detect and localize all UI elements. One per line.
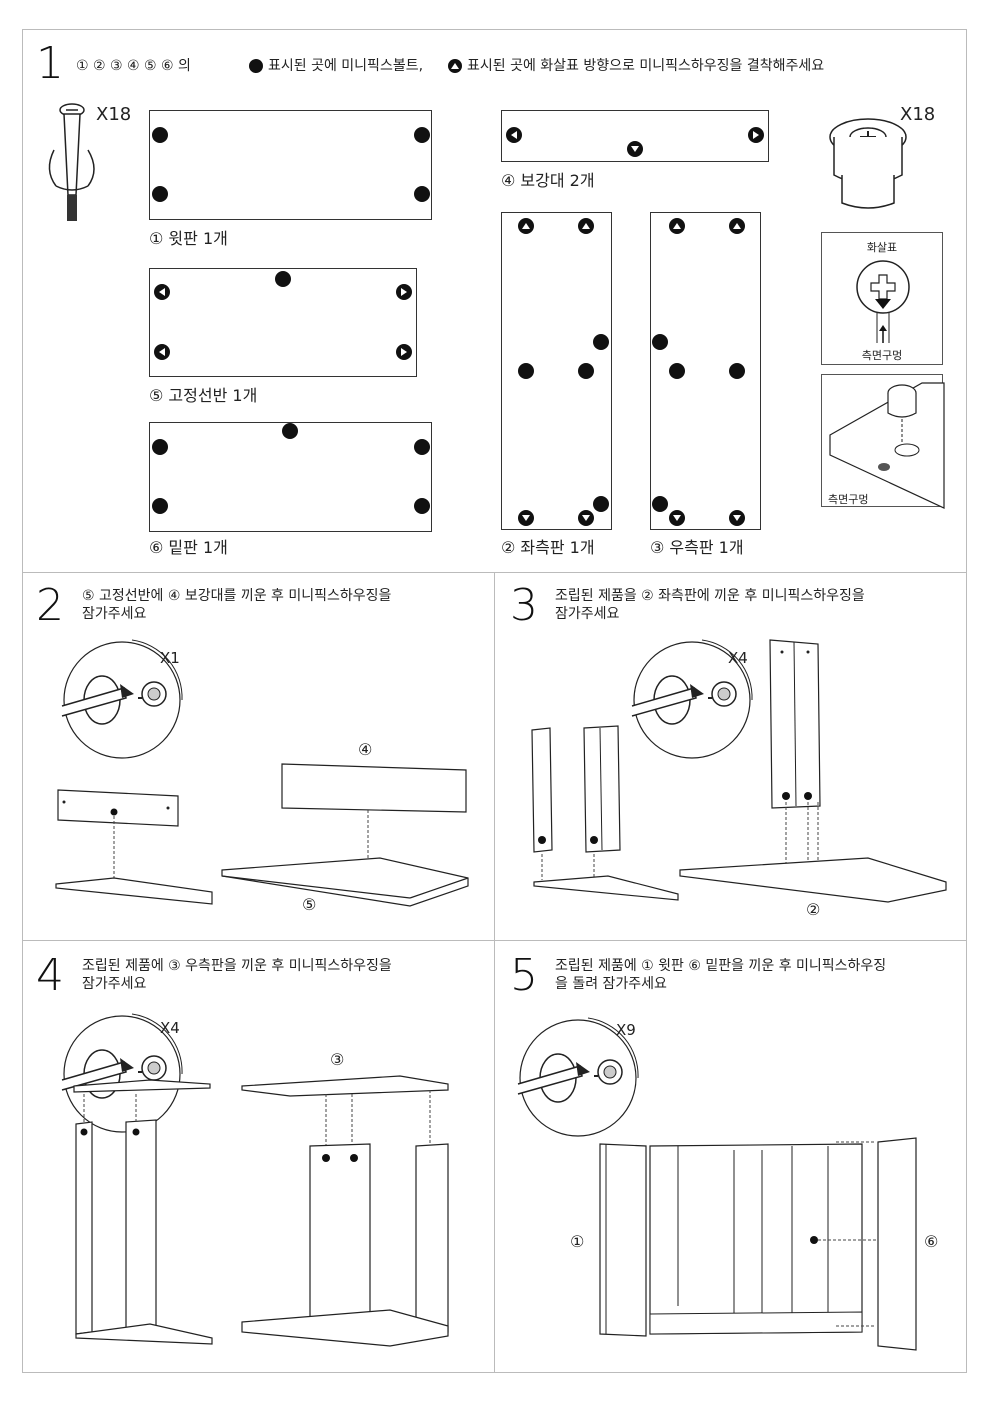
left-side-panel (501, 212, 612, 530)
bolt-hole (652, 334, 668, 350)
bolt-hole (152, 127, 168, 143)
housing-hole-up-icon (729, 218, 745, 234)
minifix-bolt-icon (48, 103, 95, 221)
housing-hole-right-icon (396, 344, 412, 360)
bolt-hole (414, 127, 430, 143)
step-2-line-2: 잠가주세요 (82, 606, 147, 622)
bottom-panel (149, 422, 432, 532)
bolt-hole (652, 496, 668, 512)
housing-hole-down-icon (729, 510, 745, 526)
step-2-quantity: X1 (160, 649, 180, 667)
arrow-explainer-box: 화살표 측면구멍 (821, 232, 943, 365)
arrow-box-title: 화살표 (866, 241, 898, 254)
housing-hole-up-icon (518, 218, 534, 234)
right-side-panel-label: ③ 우측판 1개 (650, 538, 744, 557)
step-number: 2 (36, 580, 64, 631)
bolt-hole (414, 498, 430, 514)
arrow-box-caption: 측면구멍 (861, 349, 903, 362)
step-3-line-1: 조립된 제품을 ② 좌측판에 끼운 후 미니픽스하우징을 (555, 588, 865, 604)
housing-hole-left-icon (506, 127, 522, 143)
step-1-instruction-a: ① ② ③ ④ ⑤ ⑥ 의 (76, 58, 191, 74)
brace-number-label: ④ (358, 740, 373, 759)
bolt-hole (593, 496, 609, 512)
bolt-hole (729, 363, 745, 379)
housing-top-view-icon (856, 260, 910, 343)
housing-hole-left-icon (154, 284, 170, 300)
housing-hole-down-icon (578, 510, 594, 526)
housing-hole-down-icon (518, 510, 534, 526)
side-hole-box: 측면구멍 (821, 374, 945, 509)
step-number: 3 (510, 580, 538, 631)
housing-hole-up-icon (578, 218, 594, 234)
bolt-hole (152, 439, 168, 455)
panel-side-hole-icon (829, 382, 945, 509)
bolt-hole (282, 423, 298, 439)
top-panel-label: ① 윗판 1개 (149, 229, 228, 248)
brace-label: ④ 보강대 2개 (501, 171, 595, 190)
right-side-panel (650, 212, 761, 530)
bottom-panel-label: ⑥ 밑판 1개 (149, 538, 228, 557)
bolt-hole (518, 363, 534, 379)
step-1-instruction-b: 표시된 곳에 미니픽스볼트, (268, 58, 424, 74)
step-4-line-2: 잠가주세요 (82, 976, 147, 992)
bolt-quantity: X18 (96, 104, 132, 125)
step-3-assembly-drawing (531, 639, 947, 903)
bolt-marker-icon (249, 59, 263, 73)
fixed-shelf-label: ⑤ 고정선반 1개 (149, 386, 258, 405)
top-panel-number-label: ① (570, 1232, 585, 1251)
fixed-shelf-panel (149, 268, 417, 377)
step-3-quantity: X4 (728, 649, 748, 667)
housing-hole-up-icon (669, 218, 685, 234)
bolt-hole (152, 498, 168, 514)
minifix-housing-icon (829, 118, 907, 209)
bolt-hole (275, 271, 291, 287)
housing-hole-down-icon (627, 141, 643, 157)
housing-hole-right-icon (748, 127, 764, 143)
step-5-line-2: 을 돌려 잠가주세요 (555, 976, 667, 992)
brace-panel (501, 110, 769, 162)
step-number: 1 (36, 38, 64, 89)
housing-hole-right-icon (396, 284, 412, 300)
step-number: 5 (510, 950, 538, 1001)
step-4-line-1: 조립된 제품에 ③ 우측판을 끼운 후 미니픽스하우징을 (82, 958, 392, 974)
housing-hole-down-icon (669, 510, 685, 526)
step-4-quantity: X4 (160, 1019, 180, 1037)
bolt-hole (152, 186, 168, 202)
step-1-instruction-c: 표시된 곳에 화살표 방향으로 미니픽스하우징을 결착해주세요 (467, 58, 825, 74)
housing-hole-left-icon (154, 344, 170, 360)
hole-box-caption: 측면구멍 (828, 493, 869, 506)
step-4-assembly-drawing (73, 1075, 449, 1347)
bolt-hole (593, 334, 609, 350)
bottom-panel-number-label: ⑥ (924, 1232, 939, 1251)
step-2-assembly-drawing (55, 763, 469, 907)
right-panel-number-label: ③ (330, 1050, 345, 1069)
housing-marker-icon (448, 59, 462, 73)
step-2-line-1: ⑤ 고정선반에 ④ 보강대를 끼운 후 미니픽스하우징을 (82, 588, 392, 604)
bolt-hole (578, 363, 594, 379)
step-5-assembly-drawing (599, 1137, 917, 1351)
step-5-line-1: 조립된 제품에 ① 윗판 ⑥ 밑판을 끼운 후 미니픽스하우징 (555, 958, 887, 974)
divider (494, 572, 495, 1373)
top-panel (149, 110, 432, 220)
bolt-hole (414, 439, 430, 455)
left-side-panel-label: ② 좌측판 1개 (501, 538, 595, 557)
step-5-quantity: X9 (616, 1021, 636, 1039)
left-panel-number-label: ② (806, 900, 821, 919)
step-3-line-2: 잠가주세요 (555, 606, 620, 622)
step-number: 4 (36, 950, 64, 1001)
shelf-number-label: ⑤ (302, 895, 317, 914)
bolt-hole (414, 186, 430, 202)
housing-quantity: X18 (900, 104, 936, 125)
bolt-hole (669, 363, 685, 379)
